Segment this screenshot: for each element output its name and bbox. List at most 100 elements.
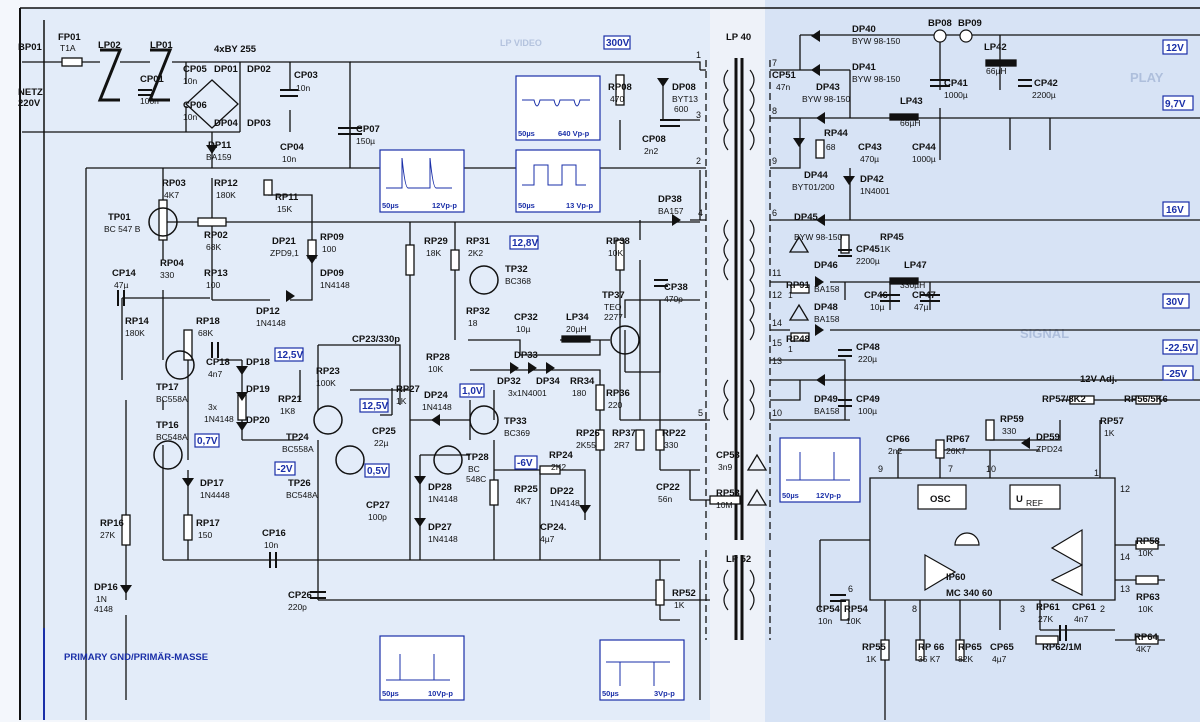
- label-driver-rp53-v: 10M: [716, 500, 733, 510]
- label-transformers-pins-left-3: 4: [698, 208, 703, 218]
- label-control-rp12: RP12: [214, 178, 238, 189]
- label-control-cp14: CP14: [112, 268, 136, 279]
- label-driver-lp34-v: 20µH: [566, 324, 587, 334]
- label-control-dp21-v: ZPD9,1: [270, 248, 299, 258]
- label-control-rp04-v: 330: [160, 270, 174, 280]
- label-ic-rp62: RP62/1M: [1042, 642, 1082, 653]
- label-driver-cp08: CP08: [642, 134, 666, 145]
- label-ic-pins-0: 9: [878, 464, 883, 474]
- label-secondary-dp41-v: BYW 98-150: [852, 74, 900, 84]
- label-transformers-pins-right-5: 12: [772, 290, 782, 300]
- label-ic-cp65: CP65: [990, 642, 1014, 653]
- ic-labels: IP60 MC 340 60 OSC U REF 9 7 10 1 12 14 …: [816, 374, 1168, 664]
- label-driver-rp29-v: 18K: [426, 248, 441, 258]
- label-secondary-cp43: CP43: [858, 142, 882, 153]
- label-secondary-cp45-v: 2200µ: [856, 256, 880, 266]
- label-primary-cp05-v: 10n: [183, 76, 197, 86]
- transformer-windings: [723, 69, 755, 611]
- label-primary-cp03-v: 10n: [296, 83, 310, 93]
- label-ic-rp65-v: 82K: [958, 654, 973, 664]
- label-ic-uref: U: [1016, 494, 1023, 505]
- label-control-dp12: DP12: [256, 306, 280, 317]
- label-driver-tp33-v: BC369: [504, 428, 530, 438]
- ghost-signal: SIGNAL: [1020, 326, 1069, 341]
- label-primary-cp01-v: 100n: [140, 96, 159, 106]
- label-driver-cp22: CP22: [656, 482, 680, 493]
- label-driver-rp23-v: 100K: [316, 378, 336, 388]
- label-driver-rp08: RP08: [608, 82, 632, 93]
- label-ic-osc: OSC: [930, 494, 951, 505]
- label-secondary-lp42-v: 66µH: [986, 66, 1007, 76]
- label-driver-tp28: TP28: [466, 452, 489, 463]
- label-secondary-cp51-v: 47n: [776, 82, 790, 92]
- output-16v: 16V: [1166, 205, 1184, 216]
- label-secondary-bp09: BP09: [958, 18, 982, 29]
- capacitor-plates: [117, 79, 1067, 641]
- label-primary-cp05: CP05: [183, 64, 207, 75]
- component-glyphs: [61, 48, 1161, 661]
- label-control-rp09: RP09: [320, 232, 344, 243]
- label-driver-dp34: DP34: [536, 376, 560, 387]
- label-transformers-pins-left-1: 3: [696, 110, 701, 120]
- label-secondary-dp43: DP43: [816, 82, 840, 93]
- label-primary-cp03: CP03: [294, 70, 318, 81]
- label-ic-cp54-v: 10n: [818, 616, 832, 626]
- label-driver-cp32-v: 10µ: [516, 324, 530, 334]
- label-ic-pins-2: 10: [986, 464, 996, 474]
- label-scopes-2-t: 50µs: [518, 201, 535, 210]
- label-primary-cp06: CP06: [183, 100, 207, 111]
- label-secondary-cp49: CP49: [856, 394, 880, 405]
- label-ic-rp57b: RP57: [1100, 416, 1124, 427]
- label-secondary-dp40: DP40: [852, 24, 876, 35]
- label-control-rp03: RP03: [162, 178, 186, 189]
- label-driver-rp24-v: 2K2: [551, 462, 566, 472]
- label-secondary-dp45: DP45: [794, 212, 818, 223]
- label-driver-dp08-v1: BYT13: [672, 94, 698, 104]
- output-12v: 12V: [1166, 43, 1184, 54]
- label-driver-rp27: RP27: [396, 384, 420, 395]
- label-secondary-dp41: DP41: [852, 62, 876, 73]
- label-driver-rp32: RP32: [466, 306, 490, 317]
- transformer-core-lp40: [734, 58, 744, 540]
- label-driver-dp22: DP22: [550, 486, 574, 497]
- label-ic-pins-10: 2: [1100, 604, 1105, 614]
- label-secondary-cp47-v: 47µ: [914, 302, 928, 312]
- label-secondary-cp41: CP41: [944, 78, 968, 89]
- label-ic-adj: 12V Adj.: [1080, 374, 1117, 385]
- label-control-dp09: DP09: [320, 268, 344, 279]
- label-secondary-rp48-v: 1: [788, 344, 793, 354]
- label-control-rp18: RP18: [196, 316, 220, 327]
- label-secondary-dp48-v: BA158: [814, 314, 840, 324]
- label-control-rp14: RP14: [125, 316, 149, 327]
- label-control-dp-group-v: 1N4148: [204, 414, 234, 424]
- label-secondary-lp43: LP43: [900, 96, 923, 107]
- label-driver-dp3x: 3x1N4001: [508, 388, 547, 398]
- label-scopes-5-a: 3Vp-p: [654, 689, 675, 698]
- label-control-dp18: DP18: [246, 357, 270, 368]
- label-control-dp09-v: 1N4148: [320, 280, 350, 290]
- output-30v: 30V: [1166, 297, 1184, 308]
- label-driver-tp28-v2: 548C: [466, 474, 486, 484]
- label-ic-pins-6: 13: [1120, 584, 1130, 594]
- label-control-dp19: DP19: [246, 384, 270, 395]
- label-control-rp03-v: 4K7: [164, 190, 179, 200]
- label-driver-tp37-v2: 2277: [604, 312, 623, 322]
- label-secondary-rp45: RP45: [880, 232, 904, 243]
- label-driver-rp36-v: 220: [608, 400, 622, 410]
- label-primary-cp07-v: 150µ: [356, 136, 375, 146]
- label-driver-rp25-v: 4K7: [516, 496, 531, 506]
- label-driver-rp26-v: 2K55: [576, 440, 596, 450]
- label-driver-cp08-v: 2n2: [644, 146, 658, 156]
- label-control-rp14-v: 180K: [125, 328, 145, 338]
- label-driver-cp53: CP53: [716, 450, 740, 461]
- label-driver-cp53-v: 3n9: [718, 462, 732, 472]
- label-scopes-4-t: 50µs: [382, 689, 399, 698]
- label-driver-cp38-v: 470p: [664, 294, 683, 304]
- secondary-labels: BP08 BP09 DP40 BYW 98-150 DP41 BYW 98-15…: [772, 18, 1058, 416]
- label-driver-rp28: RP28: [426, 352, 450, 363]
- label-control-rp02: RP02: [204, 230, 228, 241]
- label-control-rp04: RP04: [160, 258, 184, 269]
- label-ic-pins-8: 6: [848, 584, 853, 594]
- label-secondary-lp47: LP47: [904, 260, 927, 271]
